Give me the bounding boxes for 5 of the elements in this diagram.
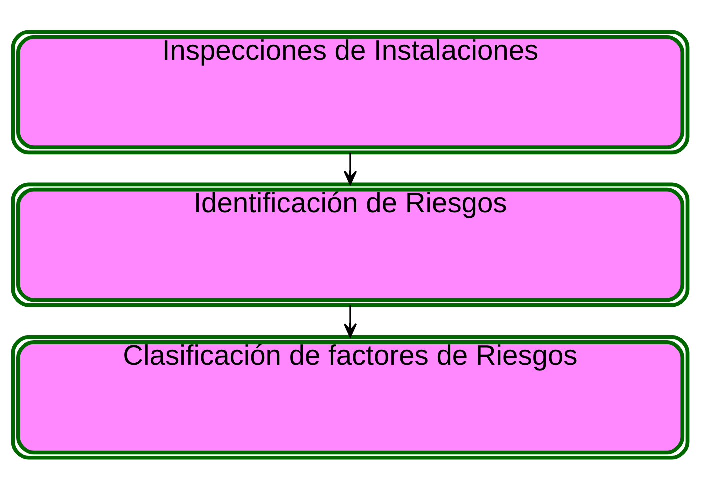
arrow (344, 152, 358, 185)
arrow (344, 305, 358, 338)
node-box: Identificación de Riesgos (11, 182, 690, 307)
node-box: Clasificación de factores de Riesgos (11, 334, 690, 460)
node-box: Inspecciones de Instalaciones (11, 30, 690, 154)
